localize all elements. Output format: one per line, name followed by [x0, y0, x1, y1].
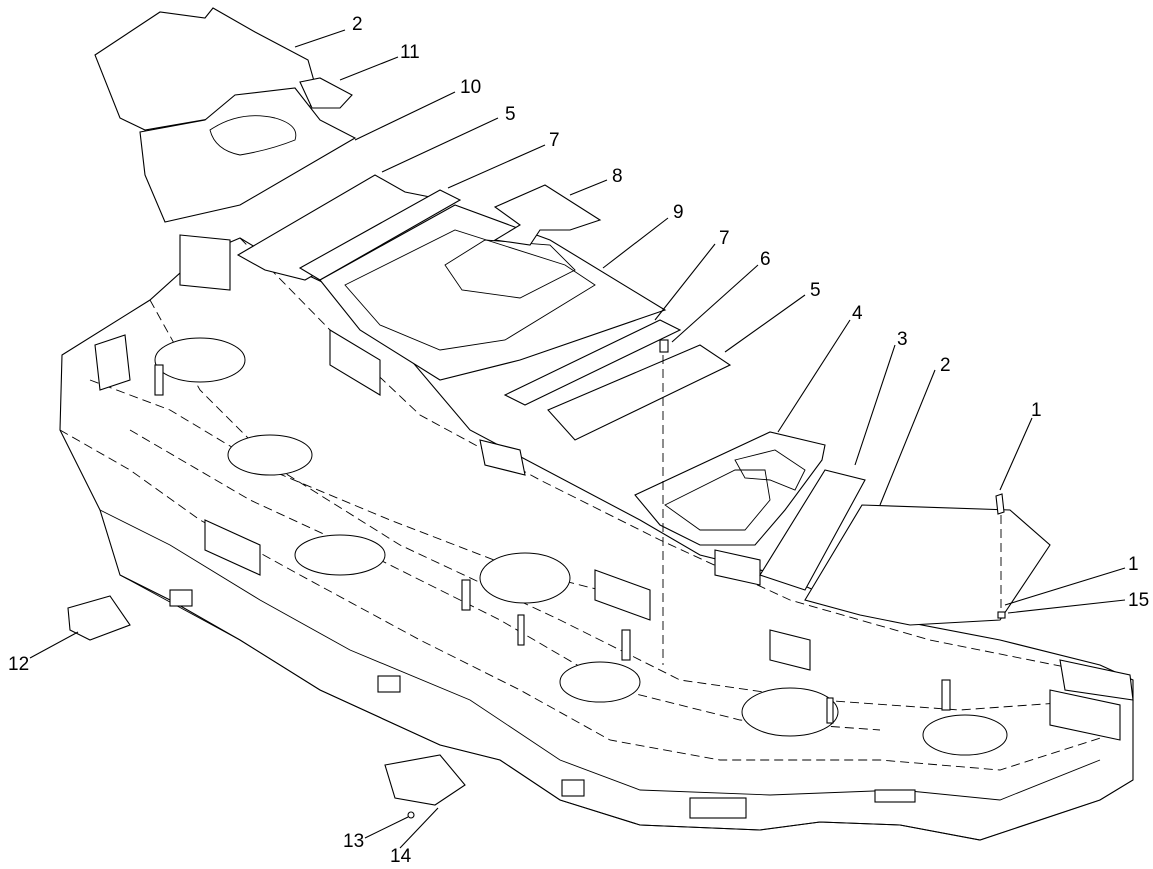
deck-skirt [119, 574, 1134, 841]
callout-10: 10 [460, 77, 481, 98]
callout-4: 4 [852, 303, 863, 324]
deck-brackets [94, 234, 1134, 741]
part-5-mid-plate [547, 344, 732, 441]
part-2-right-plate [804, 504, 1051, 626]
callout-3: 3 [897, 329, 908, 350]
blade-opening [741, 687, 839, 737]
callout-12: 12 [8, 654, 29, 675]
blade-opening [227, 434, 313, 476]
callout-5-mid: 5 [810, 280, 821, 301]
part-12-bracket [67, 595, 131, 641]
callout-14: 14 [390, 846, 412, 867]
blade-opening [479, 552, 571, 604]
part-15-nut [997, 611, 1006, 619]
blade-opening [294, 534, 386, 576]
part-13-screw [407, 811, 415, 819]
blade-opening [559, 661, 641, 703]
leader-lines [29, 29, 1126, 849]
callout-2-right: 2 [940, 355, 951, 376]
callout-9: 9 [673, 202, 684, 223]
callout-11: 11 [400, 42, 420, 63]
part-11-bracket [299, 77, 353, 109]
blade-opening [922, 714, 1008, 756]
part-7-top-strip [298, 189, 462, 281]
part-3-strip [759, 469, 866, 591]
callout-5-top: 5 [505, 104, 516, 125]
callout-1-low: 1 [1128, 554, 1139, 575]
callout-7-top: 7 [549, 130, 560, 151]
callout-15: 15 [1128, 590, 1149, 611]
callout-13: 13 [343, 831, 364, 852]
callout-8: 8 [612, 166, 623, 187]
callout-labels: 2 11 10 5 7 8 9 7 6 5 4 3 2 1 1 15 12 13… [8, 14, 1149, 867]
part-7-mid-strip [503, 319, 682, 406]
callout-2-top: 2 [352, 14, 363, 35]
blade-opening [154, 337, 246, 383]
part-1-clip [995, 493, 1005, 515]
callout-1-top: 1 [1031, 400, 1042, 421]
part-14-block [384, 754, 466, 806]
callout-7-mid: 7 [719, 228, 730, 249]
part-10-chute-cover [139, 87, 357, 223]
exploded-parts [67, 7, 1051, 819]
part-6-bolt [659, 339, 669, 353]
mower-deck [59, 234, 1134, 841]
callout-6: 6 [760, 249, 771, 270]
part-8-small-cover [493, 184, 602, 246]
part-4-cover [634, 431, 826, 546]
